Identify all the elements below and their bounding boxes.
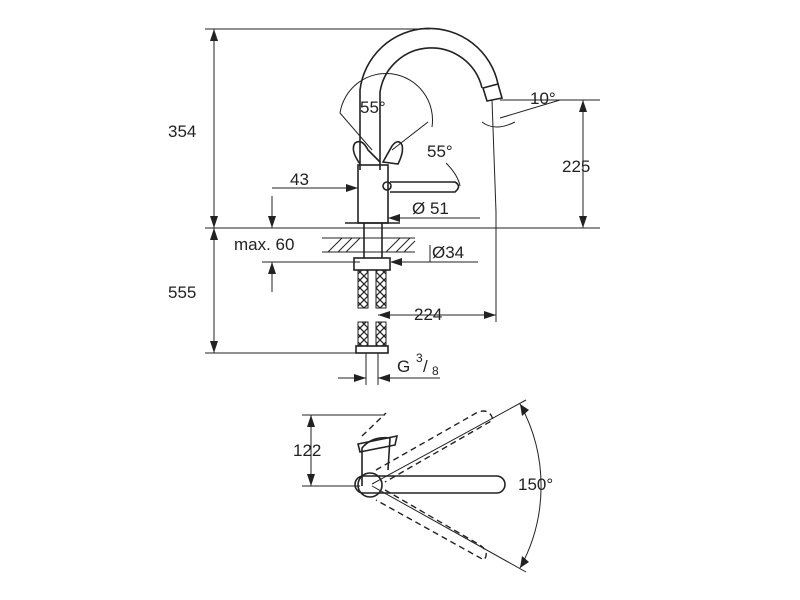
top-view-depth-label: 122 — [293, 441, 321, 460]
spout-reach-label: 224 — [414, 305, 442, 324]
supply-hose-right — [375, 269, 387, 309]
spout-height-225-dimension: 225 — [562, 100, 590, 228]
lever-angle-back-label: 55° — [360, 98, 386, 117]
top-view-spout-swivel-right — [375, 489, 487, 561]
lever-front — [381, 140, 404, 165]
spout-height-label: 225 — [562, 157, 590, 176]
hole-diameter-dimension: Ø34 — [390, 243, 478, 266]
spout-reach-224-dimension: 224 — [378, 212, 497, 324]
top-view-spout-hub — [357, 472, 383, 498]
top-view: 122 150° — [293, 399, 553, 573]
supply-hose-left — [357, 269, 369, 309]
deck-thickness-dimension: max. 60 — [234, 196, 360, 292]
base-diameter-dimension: Ø 51 — [388, 199, 480, 222]
spout-outer — [359, 27, 499, 170]
base-diameter-label: Ø 51 — [412, 199, 449, 218]
hole-diameter-label: Ø34 — [432, 243, 464, 262]
side-view: 354 555 225 — [168, 27, 600, 385]
swivel-angle-label: 150° — [518, 475, 553, 494]
lever-offset-43-dimension: 43 — [272, 170, 358, 192]
spout-tilt-label: 10° — [530, 89, 556, 108]
lever-back — [352, 140, 381, 165]
supply-hose-right-end — [375, 321, 387, 347]
height-above-deck-label: 354 — [168, 122, 196, 141]
lever-angle-front-label: 55° — [427, 142, 453, 161]
hose-connector — [355, 345, 389, 354]
below-deck-length-label: 555 — [168, 283, 196, 302]
length-555-dimension: 555 — [168, 228, 218, 353]
spout-tilt-dimension: 10° — [481, 89, 561, 213]
thread-numerator-label: 3 — [416, 351, 423, 365]
thread-denominator-label: 8 — [432, 364, 439, 378]
countertop-section — [322, 237, 416, 253]
lever-angle-dimensions: 55° 55° — [339, 72, 461, 187]
height-354-dimension: 354 — [168, 29, 218, 228]
mounting-nut — [353, 257, 391, 271]
connection-thread-dimension: G 3 / 8 — [338, 351, 440, 382]
top-view-spout-center — [354, 475, 506, 494]
lever-open-position — [390, 181, 460, 193]
top-view-body — [361, 436, 391, 486]
lever-offset-label: 43 — [290, 170, 309, 189]
top-view-spout-swivel-left — [375, 410, 494, 483]
faucet-base — [357, 164, 389, 224]
thread-prefix-label: G — [397, 357, 410, 376]
thread-separator-label: / — [423, 357, 428, 376]
top-view-lever — [357, 434, 399, 453]
deck-thickness-label: max. 60 — [234, 235, 294, 254]
spout-inner — [379, 47, 483, 170]
supply-hose-left-end — [357, 321, 369, 347]
lever-pivot — [382, 181, 392, 191]
spout-tip — [481, 83, 504, 102]
top-view-lever-alt — [361, 412, 387, 437]
